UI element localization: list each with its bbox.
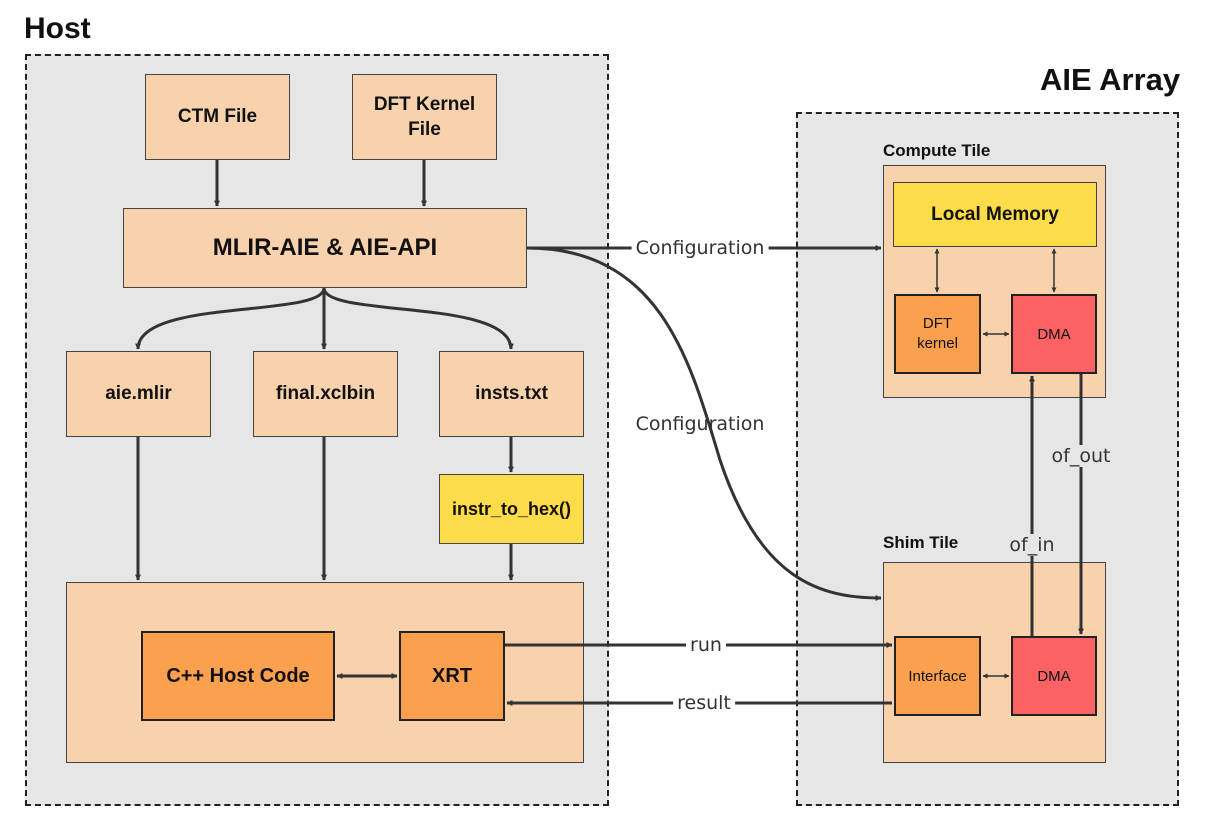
xrt-label: XRT <box>432 664 472 687</box>
interface-box: Interface <box>894 636 981 716</box>
dft-kernel-label: DFT kernel <box>917 315 958 352</box>
shim-dma-label: DMA <box>1037 667 1071 685</box>
final-xclbin-box: final.xclbin <box>253 351 398 437</box>
configuration-label-1: Configuration <box>631 237 769 259</box>
run-label: run <box>686 634 726 656</box>
arrow-mlir-to-insts <box>322 287 514 350</box>
of-out-label: of_out <box>1049 445 1113 467</box>
dft-kernel-file-box: DFT Kernel File <box>352 74 497 160</box>
host-title: Host <box>24 12 91 45</box>
aie-mlir-box: aie.mlir <box>66 351 211 437</box>
shim-dma-box: DMA <box>1011 636 1097 716</box>
arrow-config-to-shim <box>526 246 882 601</box>
arrow-mlir-to-aie-mlir <box>135 287 326 350</box>
ctm-file-label: CTM File <box>177 106 258 127</box>
aie-array-title: AIE Array <box>1040 62 1181 97</box>
compute-tile-title: Compute Tile <box>883 141 991 160</box>
compute-dma-box: DMA <box>1011 294 1097 374</box>
insts-txt-label: insts.txt <box>475 383 548 404</box>
cpp-host-code-label: C++ Host Code <box>166 664 310 687</box>
mlir-aie-box: MLIR-AIE & AIE-API <box>123 208 527 288</box>
aie-mlir-label: aie.mlir <box>105 383 172 404</box>
of-in-label: of_in <box>1007 534 1057 556</box>
mlir-aie-label: MLIR-AIE & AIE-API <box>212 234 438 261</box>
dft-kernel-box: DFT kernel <box>894 294 981 374</box>
shim-tile-title: Shim Tile <box>883 533 959 552</box>
configuration-label-2: Configuration <box>635 413 765 435</box>
result-label: result <box>673 692 735 714</box>
local-memory-label: Local Memory <box>931 203 1059 225</box>
insts-txt-box: insts.txt <box>439 351 584 437</box>
dft-kernel-file-label: DFT Kernel File <box>373 94 476 140</box>
cpp-host-code-box: C++ Host Code <box>141 631 335 721</box>
xrt-box: XRT <box>399 631 505 721</box>
instr-to-hex-label: instr_to_hex() <box>451 498 572 519</box>
interface-label: Interface <box>908 667 967 685</box>
compute-dma-label: DMA <box>1037 325 1071 343</box>
final-xclbin-label: final.xclbin <box>275 383 376 404</box>
local-memory-box: Local Memory <box>893 182 1097 247</box>
instr-to-hex-box: instr_to_hex() <box>439 474 584 544</box>
ctm-file-box: CTM File <box>145 74 290 160</box>
